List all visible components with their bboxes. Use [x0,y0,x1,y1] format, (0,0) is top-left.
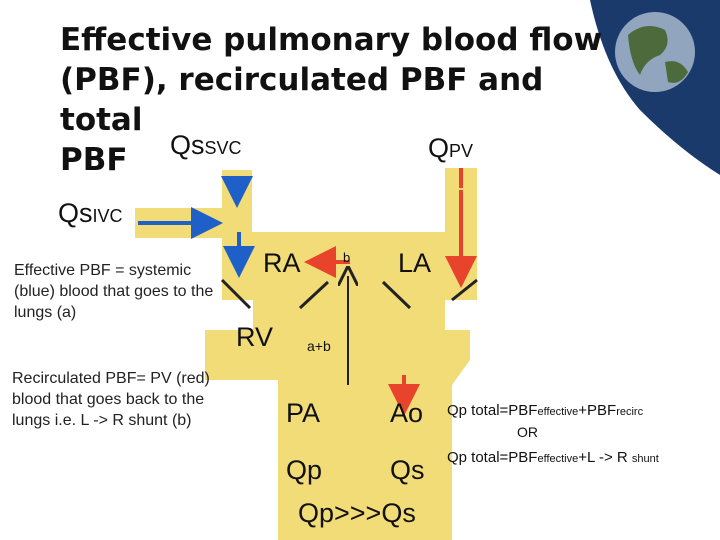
slide-title: Effective pulmonary blood flow (PBF), re… [60,22,603,178]
globe-icon [590,0,720,175]
qs-svc-label: QsSVC [170,130,242,160]
red-arrows [304,168,477,416]
formula-1: Qp total=PBFeffective+PBFrecirc [447,402,644,419]
qp-gt-qs-label: Qp>>>Qs [298,498,416,528]
pa-label: PA [286,398,321,428]
qp-label: Qp [286,455,323,485]
formula-or: OR [517,424,538,440]
a-plus-b-label: a+b [307,338,331,354]
ra-label: RA [263,248,301,278]
qpv-label: QPV [428,133,474,163]
qs-ivc-label: QsIVC [58,198,123,228]
b-label: b [343,250,351,265]
rv-label: RV [236,322,274,352]
la-label: LA [398,248,432,278]
blue-arrows [138,176,255,278]
qs-label: Qs [390,455,425,485]
formula-2: Qp total=PBFeffective+L -> R shunt [447,449,659,466]
ao-label: Ao [390,398,424,428]
effective-pbf-note: Effective PBF = systemic (blue) blood th… [14,262,214,321]
recirculated-pbf-note: Recirculated PBF= PV (red) blood that go… [12,370,210,429]
